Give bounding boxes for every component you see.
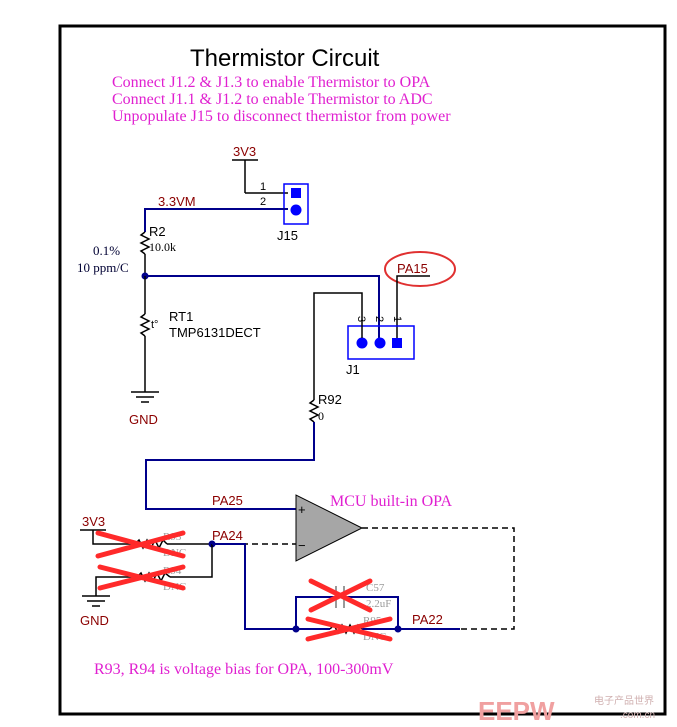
j1-connector	[347, 325, 415, 360]
net-label-pa15: PA15	[397, 261, 428, 276]
net-label-3v3-left: 3V3	[82, 514, 105, 529]
opamp-plus-pin: +	[298, 502, 306, 517]
watermark-brand: EEPW	[478, 696, 555, 726]
j1-ref: J1	[346, 362, 360, 377]
note-line-2: Connect J1.1 & J1.2 to enable Thermistor…	[112, 91, 433, 108]
r93-cross-line-2	[95, 530, 186, 559]
c57-value: 2.2uF	[366, 598, 391, 610]
wire-c57-left	[295, 596, 336, 629]
r2-ref: R2	[149, 224, 166, 239]
junction-feedback-right	[394, 625, 402, 633]
gnd-symbol-bottom	[82, 595, 110, 607]
net-label-gnd-top: GND	[129, 412, 158, 427]
j15-ref: J15	[277, 228, 298, 243]
watermark-domain: .com.cn	[620, 710, 655, 721]
r2-tolerance: 0.1%	[93, 243, 120, 258]
rt1-temp-mark: t°	[151, 319, 158, 331]
wire-pa24-to-feedback	[212, 543, 296, 630]
wire-c57-right	[344, 596, 399, 629]
gnd-symbol-top	[131, 391, 159, 403]
c57-cross-line-2	[308, 578, 373, 613]
r92-resistor	[308, 399, 320, 423]
schematic-border	[58, 24, 667, 716]
r95-cross-line-2	[305, 616, 393, 642]
opa-label: MCU built-in OPA	[330, 493, 453, 510]
eepw-watermark: EEPW 电子产品世界 .com.cn	[478, 694, 655, 726]
pa15-highlight	[384, 251, 456, 287]
rt1-ref: RT1	[169, 309, 193, 324]
j1-pin1-number: 1	[391, 316, 403, 322]
net-label-pa25: PA25	[212, 493, 243, 508]
schematic-title: Thermistor Circuit	[190, 45, 380, 72]
net-label-gnd-bottom: GND	[80, 613, 109, 628]
j15-pin1-number: 1	[260, 181, 266, 193]
wire-r92-to-opa-plus	[145, 422, 315, 510]
wire-pa24-to-r94	[170, 544, 213, 578]
wire-pa15-to-j1-pin1	[396, 275, 430, 338]
j15-pin2-number: 2	[260, 196, 266, 208]
rt1-thermistor	[139, 313, 151, 337]
j15-pin2-pad	[290, 204, 302, 216]
c57-ref: C57	[366, 582, 385, 594]
j15-connector	[283, 183, 309, 225]
r2-tempco: 10 ppm/C	[77, 260, 129, 275]
j1-pin3-number: 3	[355, 316, 367, 322]
net-label-3v3m: 3.3VM	[158, 194, 196, 209]
note-line-3: Unpopulate J15 to disconnect thermistor …	[112, 108, 451, 125]
wire-3v3m	[144, 208, 288, 232]
rt1-part: TMP6131DECT	[169, 325, 261, 340]
net-label-pa22: PA22	[412, 612, 443, 627]
junction-feedback-left	[292, 625, 300, 633]
wire-3v3-left	[92, 530, 135, 545]
j1-pin2-pad	[374, 337, 386, 349]
note-line-1: Connect J1.2 & J1.3 to enable Thermistor…	[112, 74, 431, 91]
net-label-3v3-top: 3V3	[233, 144, 256, 159]
wire-j1-pin3-to-r92	[313, 292, 363, 400]
opamp-minus-pin: −	[298, 538, 306, 553]
r92-ref: R92	[318, 392, 342, 407]
j15-pin1-pad	[291, 188, 301, 198]
j1-pin1-pad	[392, 338, 402, 348]
wire-r94-to-gnd	[95, 576, 137, 596]
j1-pin2-number: 2	[373, 316, 385, 322]
net-label-pa24: PA24	[212, 528, 243, 543]
r92-value: 0	[318, 409, 324, 423]
r94-cross-line-2	[97, 564, 186, 591]
wire-opa-output-dashed	[362, 527, 515, 630]
opamp-triangle	[295, 494, 364, 562]
bottom-note: R93, R94 is voltage bias for OPA, 100-30…	[94, 661, 394, 678]
j1-pin3-pad	[356, 337, 368, 349]
watermark-sub: 电子产品世界	[594, 694, 654, 707]
r2-resistor	[139, 231, 151, 255]
r2-value: 10.0k	[149, 240, 176, 254]
wire-node-to-j1-pin2	[145, 275, 380, 338]
